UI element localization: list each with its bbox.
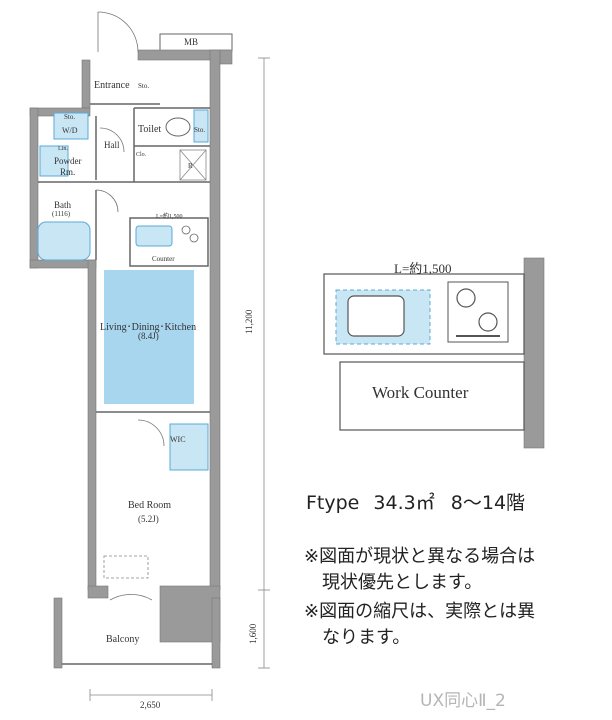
sto-toilet-label: Sto. bbox=[194, 126, 206, 134]
r-label: R bbox=[188, 162, 193, 170]
entrance-label: Entrance bbox=[94, 80, 130, 91]
blue-fixtures bbox=[37, 109, 209, 471]
kitchen-detail bbox=[323, 257, 545, 449]
powder-label: Powder bbox=[54, 156, 82, 166]
sto-wd-label: Sto. bbox=[64, 113, 76, 121]
door-swings bbox=[95, 11, 165, 601]
note2-line2: なります。 bbox=[322, 627, 411, 648]
drawing-code: UX同心Ⅱ_2 bbox=[420, 691, 506, 711]
balcony-label: Balcony bbox=[106, 634, 140, 645]
toilet-label: Toilet bbox=[138, 124, 162, 135]
height-main-dimension: 11,200 bbox=[244, 309, 254, 334]
note1-line1: ※図面が現状と異なる場合は bbox=[304, 546, 536, 567]
bath-label: Bath bbox=[54, 200, 71, 210]
counter-label: Counter bbox=[152, 255, 175, 263]
detail-l-label: L=約1,500 bbox=[394, 261, 452, 276]
unit-type-line: Ftype 34.3㎡ 8～14階 bbox=[306, 488, 525, 515]
ldk-size-label: (8.4J) bbox=[138, 331, 159, 341]
note1-line2: 現状優先とします。 bbox=[322, 572, 483, 593]
l-small-label: L=約1,500 bbox=[156, 214, 183, 220]
fridge-icon bbox=[179, 149, 207, 181]
bedroom-size-label: (5.2J) bbox=[138, 514, 159, 524]
powder-rm-label: Rm. bbox=[60, 167, 76, 177]
ldk-label: Living･Dining･Kitchen bbox=[100, 322, 197, 333]
lin-label: Lin. bbox=[58, 146, 68, 152]
sto-entrance-label: Sto. bbox=[138, 82, 150, 90]
bath-size-label: (1116) bbox=[52, 210, 71, 218]
mb-label: MB bbox=[184, 37, 199, 47]
hall-label: Hall bbox=[104, 140, 120, 150]
floors-value: 8～14階 bbox=[450, 492, 526, 514]
wd-label: W/D bbox=[62, 126, 78, 135]
height-balcony-dimension: 1,600 bbox=[248, 623, 258, 644]
ftype-label: Ftype bbox=[306, 492, 360, 514]
area-value: 34.3㎡ bbox=[373, 492, 435, 514]
toilet-bowl-icon bbox=[165, 117, 191, 137]
bedroom-dashed-box bbox=[103, 555, 149, 579]
wic-label: WIC bbox=[170, 435, 186, 444]
small-stove-icon bbox=[181, 225, 199, 243]
width-dimension: 2,650 bbox=[140, 700, 161, 710]
clo-label: Clo. bbox=[136, 152, 147, 158]
partitions bbox=[38, 103, 212, 665]
work-counter-label: Work Counter bbox=[372, 383, 469, 402]
note2-line1: ※図面の縮尺は、実際とは異 bbox=[304, 601, 536, 622]
dimension-lines bbox=[89, 57, 270, 701]
bedroom-label: Bed Room bbox=[128, 500, 172, 511]
